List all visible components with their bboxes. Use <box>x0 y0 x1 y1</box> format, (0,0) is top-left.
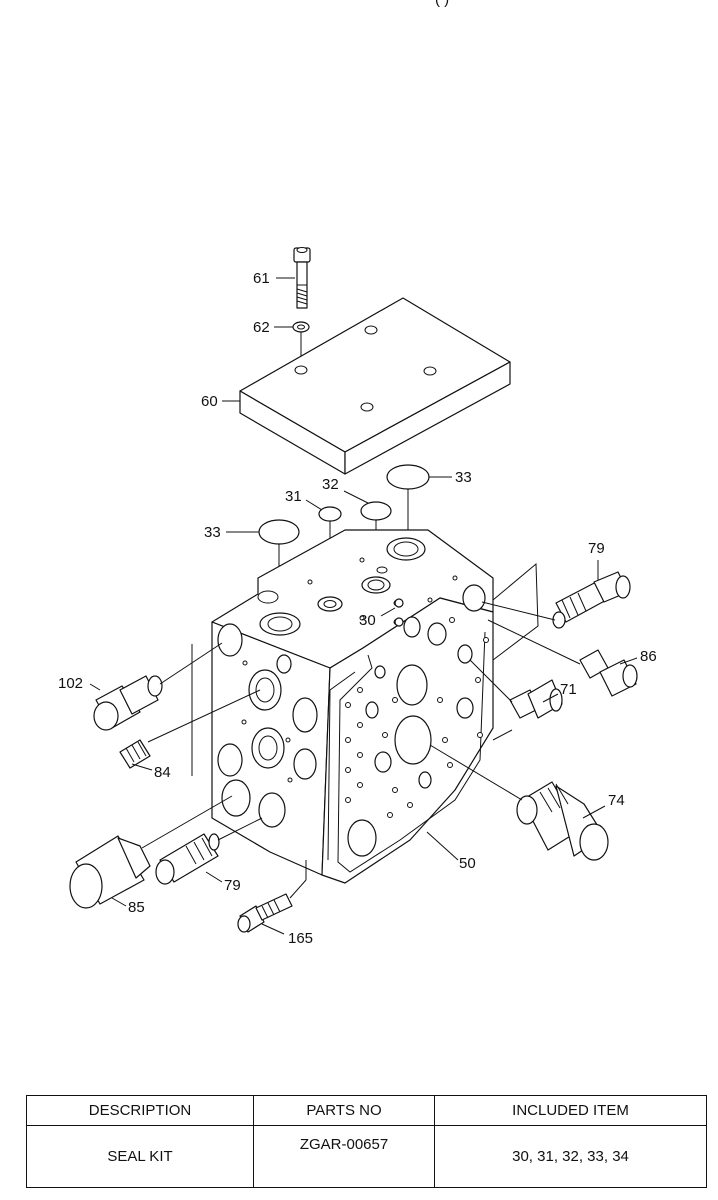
part-32-o-ring <box>360 501 392 521</box>
part-165-sensor <box>237 893 293 933</box>
seal-kit-table: DESCRIPTION PARTS NO INCLUDED ITEM SEAL … <box>26 1095 707 1188</box>
label-33-right: 33 <box>455 469 472 486</box>
label-85: 85 <box>128 899 145 916</box>
part-33-o-ring-right <box>386 464 430 490</box>
label-60: 60 <box>201 393 218 410</box>
part-102-relief-valve <box>93 675 163 731</box>
cell-included-item: 30, 31, 32, 33, 34 <box>434 1125 707 1188</box>
part-79-valve-upper <box>552 571 631 629</box>
part-60-cover-plate <box>239 297 511 475</box>
label-30: 30 <box>359 612 376 629</box>
label-31: 31 <box>285 488 302 505</box>
part-30-plug <box>394 598 404 627</box>
label-86: 86 <box>640 648 657 665</box>
label-165: 165 <box>288 930 313 947</box>
part-61-bolt <box>293 247 311 309</box>
label-74: 74 <box>608 792 625 809</box>
label-71: 71 <box>560 681 577 698</box>
label-61: 61 <box>253 270 270 287</box>
cell-description: SEAL KIT <box>26 1125 254 1188</box>
part-86-fitting <box>579 649 638 697</box>
label-84: 84 <box>154 764 171 781</box>
part-50-valve-body <box>211 529 494 884</box>
label-50: 50 <box>459 855 476 872</box>
label-79-lower: 79 <box>224 877 241 894</box>
part-71-plug <box>509 679 563 719</box>
label-33-left: 33 <box>204 524 221 541</box>
table-header-row: DESCRIPTION PARTS NO INCLUDED ITEM <box>26 1095 707 1126</box>
header-fragment: ( ) <box>435 0 449 8</box>
col-included-item-header: INCLUDED ITEM <box>434 1095 707 1126</box>
part-79-valve-lower <box>155 833 220 885</box>
table-row: SEAL KIT ZGAR-00657 30, 31, 32, 33, 34 <box>26 1125 707 1188</box>
part-85-large-plug <box>69 835 151 909</box>
part-84-plug <box>119 739 151 769</box>
label-62: 62 <box>253 319 270 336</box>
part-33-o-ring-left <box>258 519 300 545</box>
label-79-upper: 79 <box>588 540 605 557</box>
part-74-relief-valve <box>516 781 609 861</box>
part-31-o-ring <box>318 506 342 522</box>
label-102: 102 <box>58 675 83 692</box>
label-32: 32 <box>322 476 339 493</box>
cell-parts-no: ZGAR-00657 <box>253 1125 435 1188</box>
part-62-washer <box>292 321 310 333</box>
col-description-header: DESCRIPTION <box>26 1095 254 1126</box>
col-parts-no-header: PARTS NO <box>253 1095 435 1126</box>
